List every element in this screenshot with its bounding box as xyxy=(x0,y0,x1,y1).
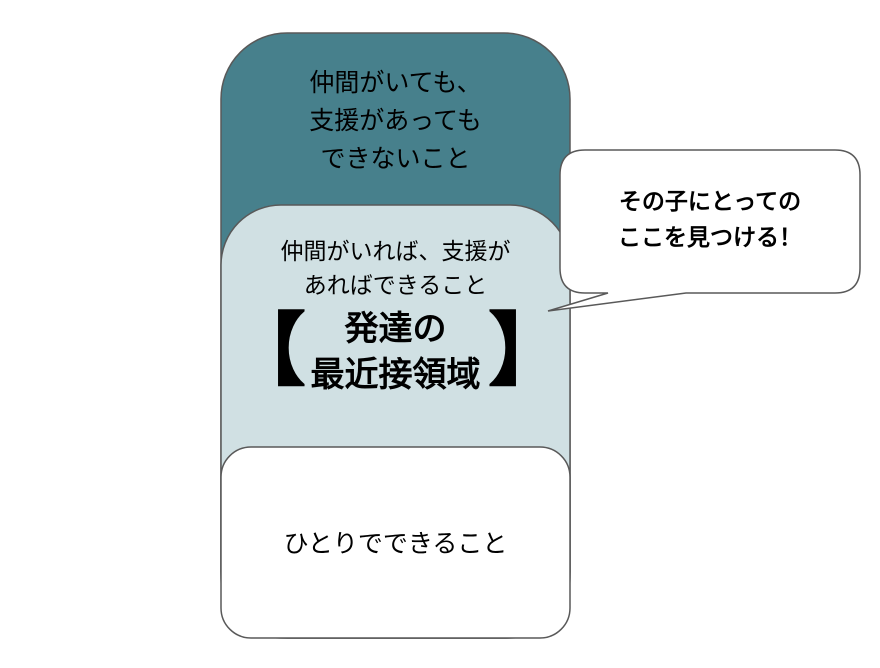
callout-bubble-shape xyxy=(547,149,861,312)
bracket-open: 【 xyxy=(226,304,306,397)
zpd-title: 発達の 最近接領域 xyxy=(310,309,481,395)
outer-zone-label: 仲間がいても、 支援があっても できないこと xyxy=(309,68,482,173)
inner-zone-shape xyxy=(220,446,571,639)
bracket-close: 】 xyxy=(488,304,568,397)
callout-text: その子にとっての ここを見つける！ xyxy=(618,189,802,251)
inner-zone-label: ひとりでできること xyxy=(283,529,508,558)
middle-zone-label: 仲間がいれば、支援が あればできること xyxy=(280,239,511,299)
